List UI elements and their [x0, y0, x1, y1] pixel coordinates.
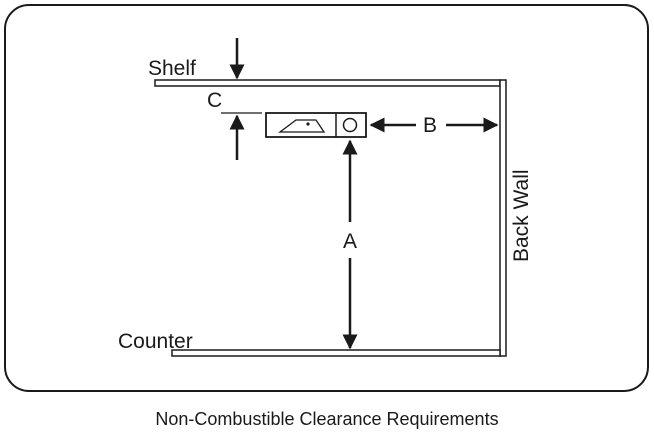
unit-knob-icon: [342, 117, 358, 133]
dim-b-label: B: [423, 114, 437, 137]
appliance-unit: [265, 112, 367, 138]
back-wall-label: Back Wall: [510, 169, 533, 262]
diagram-caption: Non-Combustible Clearance Requirements: [155, 409, 498, 429]
shelf-label: Shelf: [148, 57, 196, 80]
diagram-frame: [4, 4, 649, 392]
counter-line: [171, 349, 501, 357]
dim-a-label: A: [343, 230, 357, 253]
counter-label: Counter: [118, 330, 193, 353]
dim-c-label: C: [207, 89, 222, 112]
back-wall-line: [499, 79, 507, 357]
shelf-line: [154, 79, 501, 87]
